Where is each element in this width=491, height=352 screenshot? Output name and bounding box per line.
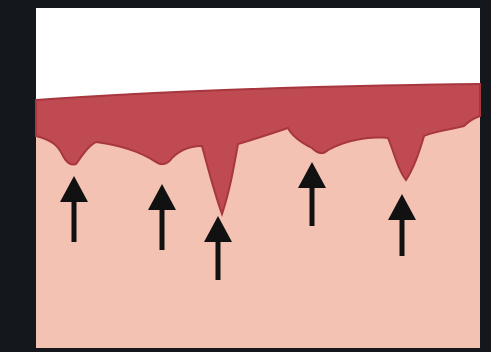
diagram [0,0,491,352]
